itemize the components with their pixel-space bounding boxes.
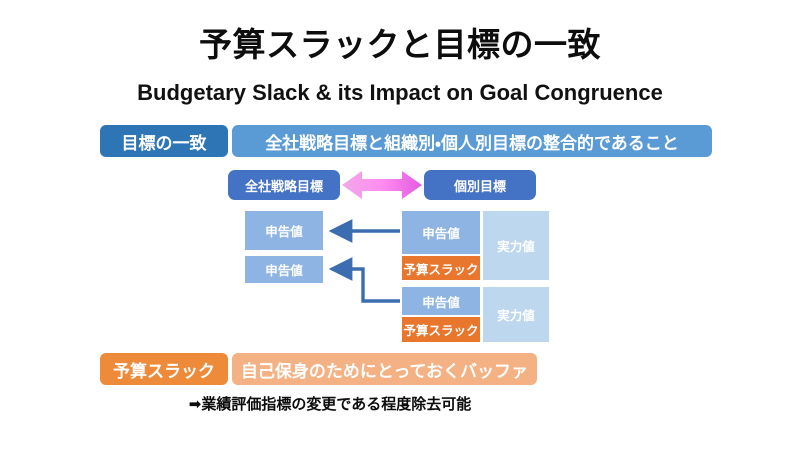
definition-row-budgetary-slack: 予算スラック 自己保身のためにとっておくバッファ xyxy=(100,353,537,385)
page-subtitle: Budgetary Slack & its Impact on Goal Con… xyxy=(137,80,663,105)
block-stack2-budgetary-slack: 予算スラック xyxy=(402,317,480,342)
definition-tag-budgetary-slack: 予算スラック xyxy=(100,353,228,385)
pill-individual-goal: 個別目標 xyxy=(424,170,536,200)
definition-body-goal-congruence: 全社戦略目標と組織別・個人別目標の整合的であること xyxy=(232,125,712,157)
block-left-declared-value-2: 申告値 xyxy=(245,256,323,283)
footnote-text: ➡業績評価指標の変更である程度除去可能 xyxy=(188,396,472,413)
pill-corporate-strategy-goal: 全社戦略目標 xyxy=(228,170,340,200)
connector-arrow-lower xyxy=(328,257,400,303)
block-stack2-declared-value: 申告値 xyxy=(402,287,480,315)
block-stack1-actual-value: 実力値 xyxy=(483,211,549,280)
block-stack2-actual-value: 実力値 xyxy=(483,287,549,342)
block-stack1-declared-value: 申告値 xyxy=(402,211,480,254)
definition-body-budgetary-slack: 自己保身のためにとっておくバッファ xyxy=(232,353,537,385)
definition-tag-goal-congruence: 目標の一致 xyxy=(100,125,228,157)
definition-row-goal-congruence: 目標の一致 全社戦略目標と組織別・個人別目標の整合的であること xyxy=(100,125,712,157)
page-title: 予算スラックと目標の一致 xyxy=(199,26,601,63)
block-stack1-budgetary-slack: 予算スラック xyxy=(402,256,480,280)
bidirectional-arrow-icon xyxy=(342,171,422,199)
block-left-declared-value-1: 申告値 xyxy=(245,211,323,250)
